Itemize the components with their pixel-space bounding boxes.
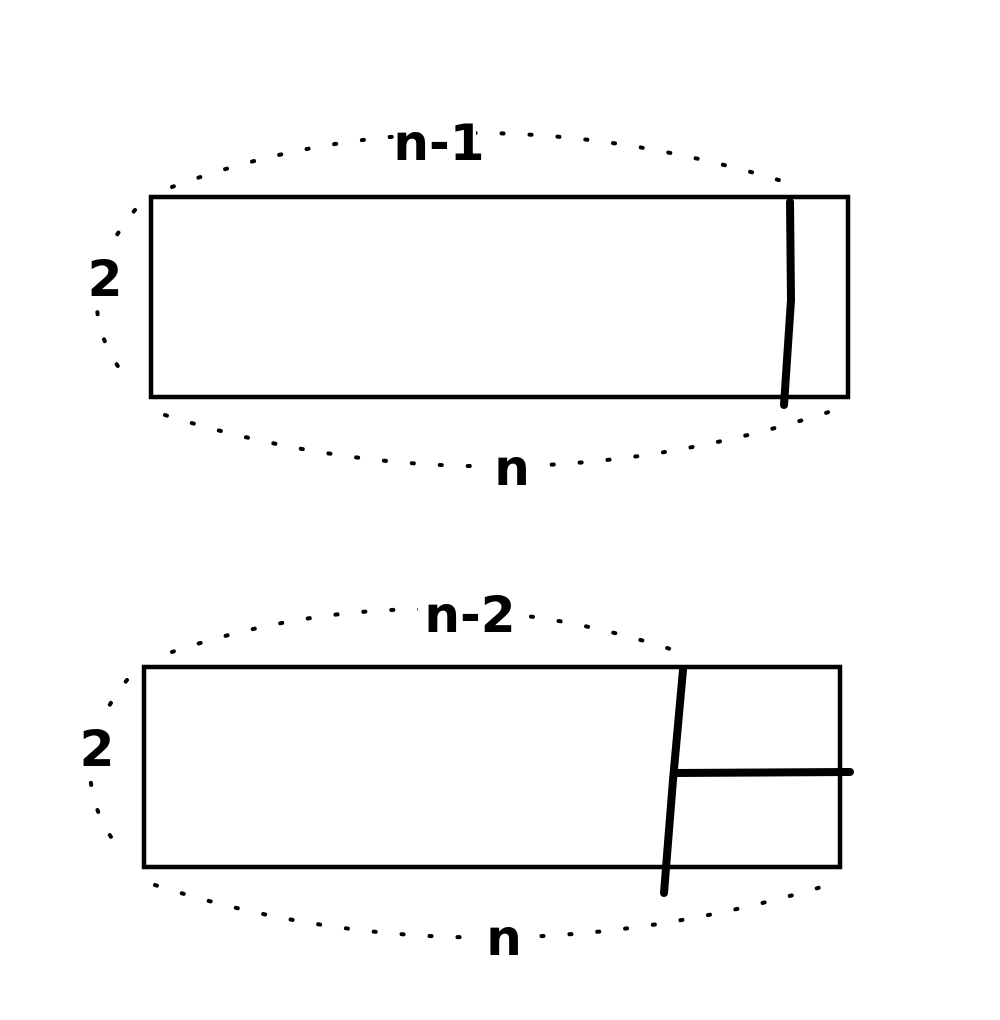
top-panel-vertical-divider	[780, 198, 796, 409]
top-panel-board	[148, 194, 851, 400]
top-panel-label-left-mask	[80, 250, 130, 308]
top-panel-label-top: n-1	[393, 114, 484, 172]
bottom-panel-label-left-mask	[72, 720, 122, 778]
top-panel-label-left: 2	[88, 250, 123, 308]
bottom-panel-horizontal-divider	[671, 768, 854, 777]
bottom-panel-label-bottom-mask	[480, 910, 528, 966]
bottom-panel-label-top: n-2	[424, 586, 515, 644]
top-panel-label-bottom: n	[494, 439, 530, 497]
bottom-panel-top-arc	[170, 607, 690, 657]
top-panel-label-bottom-mask	[488, 440, 536, 496]
top-panel-left-arc	[94, 208, 137, 387]
bottom-panel-board	[141, 664, 843, 870]
bottom-panel-label-left: 2	[80, 720, 115, 778]
bottom-panel-label-top-mask	[418, 578, 522, 642]
bottom-panel-vertical-divider	[660, 666, 687, 897]
top-panel-label-top-mask	[402, 106, 476, 170]
top-panel: n-1 2 n	[80, 106, 851, 497]
bottom-panel-label-bottom: n	[486, 909, 522, 967]
bottom-panel: n-2 2 n	[72, 578, 854, 967]
bottom-panel-left-arc	[88, 678, 129, 857]
